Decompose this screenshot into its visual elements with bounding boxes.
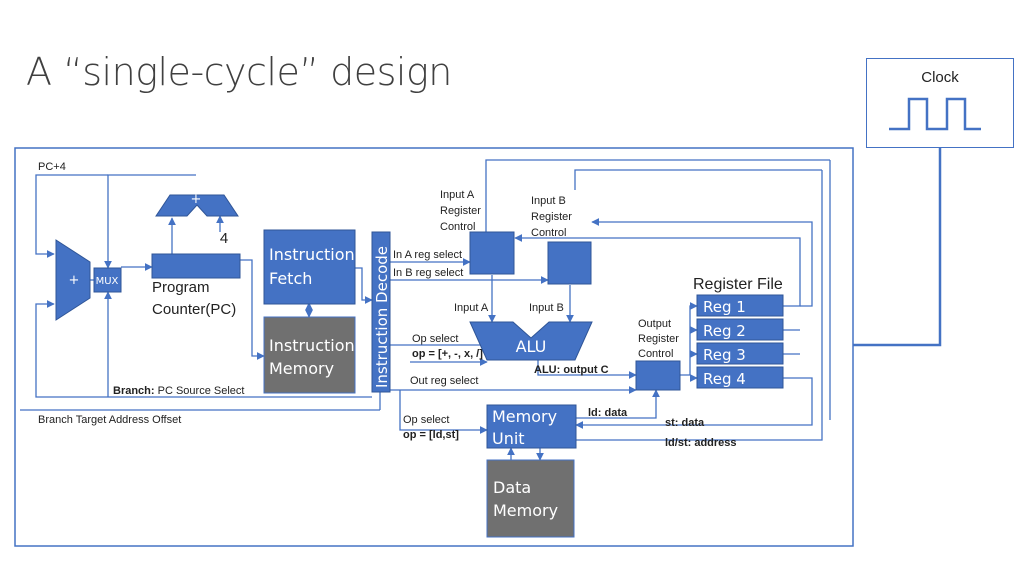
reg-4 <box>696 366 784 389</box>
data-mem-line2: Memory <box>493 501 558 520</box>
input-b-ctrl-l3: Control <box>531 227 566 239</box>
in-a-reg-select: In A reg select <box>393 249 462 261</box>
pc-adder <box>155 194 239 217</box>
program-counter-register <box>151 253 241 279</box>
input-b-ctrl-l2: Register <box>531 211 572 223</box>
datapath-frame <box>14 147 854 547</box>
clock-line <box>853 148 942 347</box>
constant-four: 4 <box>220 230 228 247</box>
mux-label: MUX <box>96 276 119 287</box>
clock-box: Clock <box>866 58 1014 148</box>
op-mem: op = [ld,st] <box>403 429 459 441</box>
branch-label: Branch: PC Source Select <box>113 385 244 397</box>
alu-output-label: ALU: output C <box>534 364 609 376</box>
input-a-ctrl-l2: Register <box>440 205 481 217</box>
input-a-ctrl-l1: Input A <box>440 189 475 201</box>
st-data-label: st: data <box>665 417 705 429</box>
memory-unit-block <box>486 404 577 449</box>
clock-waveform-icon <box>889 97 981 131</box>
input-b-label: Input B <box>529 302 564 314</box>
pc-source-mux <box>55 239 91 321</box>
output-ctrl-l2: Register <box>638 333 679 345</box>
input-a-ctrl-l3: Control <box>440 221 475 233</box>
input-b-ctrl-l1: Input B <box>531 195 566 207</box>
register-file-label: Register File <box>693 276 783 293</box>
mem-unit-line1: Memory <box>492 407 557 426</box>
reg-3-label: Reg 3 <box>703 346 746 364</box>
imem-line2: Memory <box>269 359 334 378</box>
reg-3 <box>696 342 784 365</box>
reg-1 <box>696 294 784 317</box>
reg-2-label: Reg 2 <box>703 322 746 340</box>
output-ctrl-l3: Control <box>638 348 673 360</box>
instruction-decode-block <box>371 231 391 393</box>
data-mem-line1: Data <box>493 478 531 497</box>
alu-block <box>469 321 593 361</box>
wires <box>20 159 831 461</box>
reg-1-label: Reg 1 <box>703 298 746 316</box>
out-reg-select: Out reg select <box>410 375 478 387</box>
op-alu: op = [+, -, x, /] <box>412 348 483 360</box>
pc-label-line1: Program <box>152 279 210 296</box>
instruction-memory-block <box>263 316 356 394</box>
op-select-mem: Op select <box>403 414 449 426</box>
pc-plus-4-label: PC+4 <box>38 161 66 173</box>
input-b-register-control <box>547 241 592 285</box>
output-ctrl-l1: Output <box>638 318 671 330</box>
data-memory-block <box>486 459 575 538</box>
instruction-fetch-block <box>263 229 356 305</box>
input-a-register-control <box>469 231 515 275</box>
imem-line1: Instruction <box>269 336 355 355</box>
fetch-line2: Fetch <box>269 269 312 288</box>
ldst-address-label: ld/st: address <box>665 437 737 449</box>
in-b-reg-select: In B reg select <box>393 267 463 279</box>
alu-label: ALU <box>516 337 547 356</box>
op-select-alu: Op select <box>412 333 458 345</box>
pc-label-line2: Counter(PC) <box>152 301 236 318</box>
slide-title: A “single-cycle” design <box>26 50 452 94</box>
output-register-control <box>635 360 681 391</box>
ld-data-label: ld: data <box>588 407 628 419</box>
adder-label: + <box>191 192 202 207</box>
reg-4-label: Reg 4 <box>703 370 746 388</box>
mem-unit-line2: Unit <box>492 429 525 448</box>
clock-label: Clock <box>921 69 959 86</box>
mux-box <box>93 267 122 293</box>
decode-label: Instruction Decode <box>373 246 391 388</box>
branch-target-label: Branch Target Address Offset <box>38 414 181 426</box>
pc-mux-plus: + <box>69 273 80 288</box>
input-a-label: Input A <box>454 302 489 314</box>
fetch-line1: Instruction <box>269 245 355 264</box>
reg-2 <box>696 318 784 341</box>
